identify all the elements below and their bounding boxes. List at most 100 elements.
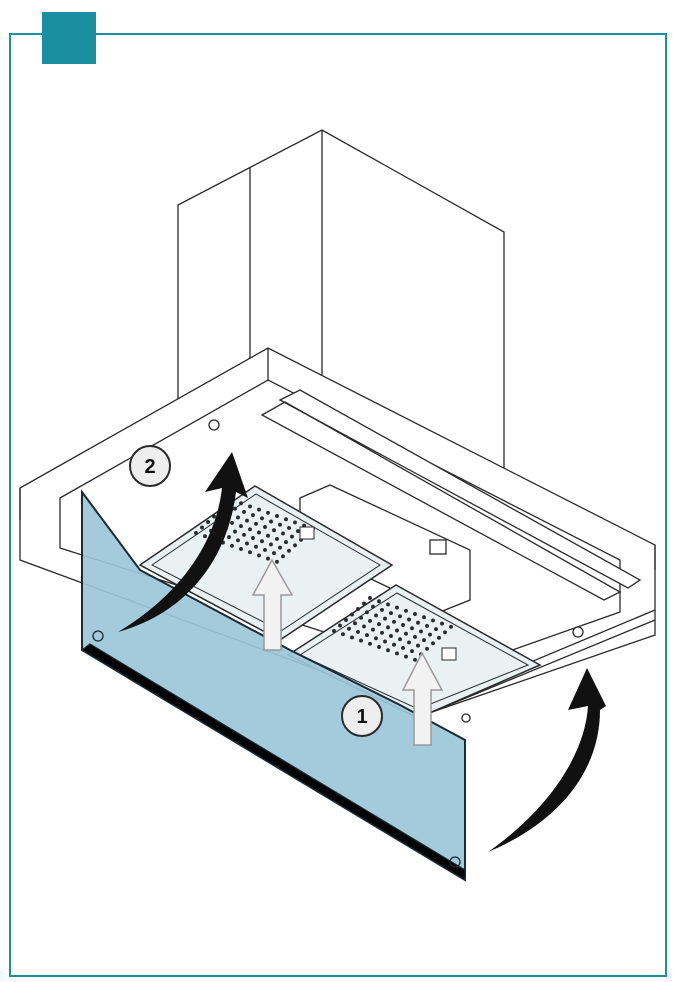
perforation-dot xyxy=(332,629,336,633)
perforation-dot xyxy=(284,540,288,545)
perforation-dot xyxy=(410,649,414,654)
perforation-dot xyxy=(200,525,204,530)
perforation-dot xyxy=(395,628,399,633)
perforation-dot xyxy=(290,534,294,539)
perforation-dot xyxy=(251,513,255,518)
perforation-dot xyxy=(227,535,231,540)
perforation-dot xyxy=(284,517,288,522)
perforation-dot xyxy=(356,607,360,611)
perforation-dot xyxy=(260,516,264,521)
perforation-dot xyxy=(260,539,264,544)
perforation-dot xyxy=(275,559,279,564)
perforation-dot xyxy=(362,601,366,606)
perforation-dot xyxy=(404,654,408,659)
up-arrow-icon xyxy=(401,651,444,746)
perforation-dot xyxy=(386,602,390,607)
perforation-dot xyxy=(248,504,252,509)
perforation-dot xyxy=(419,629,423,634)
perforation-dot xyxy=(395,605,399,610)
perforation-dot xyxy=(362,624,366,629)
perforation-dot xyxy=(287,548,291,553)
perforation-dot xyxy=(281,554,285,559)
perforation-dot xyxy=(257,530,261,535)
perforation-dot xyxy=(245,541,249,546)
perforation-dot xyxy=(425,646,429,651)
perforation-dot xyxy=(269,519,273,524)
perforation-dot xyxy=(383,616,387,621)
perforation-dot xyxy=(263,525,267,529)
perforation-dot xyxy=(278,545,282,550)
perforation-dot xyxy=(416,643,420,648)
perforation-dot xyxy=(365,610,369,615)
step-badge-2: 2 xyxy=(129,445,171,487)
curved-arrow-icon xyxy=(488,668,606,852)
perforation-dot xyxy=(236,515,240,520)
perforation-dot xyxy=(293,520,297,525)
perforation-dot xyxy=(368,641,372,646)
perforation-dot xyxy=(296,529,300,534)
screw-icon xyxy=(92,630,104,642)
perforation-dot xyxy=(278,522,282,527)
screw-icon xyxy=(449,856,461,868)
perforation-dot xyxy=(377,622,381,627)
perforation-dot xyxy=(251,536,255,540)
perforation-dot xyxy=(377,645,381,649)
perforation-dot xyxy=(281,531,285,536)
perforation-dot xyxy=(263,547,267,552)
perforation-dot xyxy=(398,614,402,619)
curved-arrow-icon xyxy=(118,452,248,632)
perforation-dot xyxy=(239,547,243,551)
corner-tab xyxy=(42,12,96,64)
perforation-dot xyxy=(422,615,426,620)
perforation-dot xyxy=(431,641,435,646)
perforation-dot xyxy=(449,624,453,629)
perforation-dot xyxy=(206,520,210,524)
perforation-dot xyxy=(347,626,351,631)
perforation-dot xyxy=(230,543,234,548)
hood-canopy xyxy=(19,347,656,723)
perforation-dot xyxy=(413,657,417,662)
perforation-dot xyxy=(440,621,444,626)
perforation-dot xyxy=(395,651,399,656)
perforation-dot xyxy=(272,528,276,533)
perforation-dot xyxy=(398,637,402,642)
perforation-dot xyxy=(254,544,258,549)
perforation-dot xyxy=(356,629,360,634)
perforation-dot xyxy=(392,619,396,624)
perforation-dot xyxy=(338,623,342,628)
perforation-dot xyxy=(404,631,408,636)
perforation-dot xyxy=(368,596,372,600)
perforation-dot xyxy=(266,533,270,538)
perforation-dot xyxy=(413,612,417,616)
perforation-dot xyxy=(350,612,354,617)
diagram-frame xyxy=(9,33,667,977)
perforation-dot xyxy=(248,550,252,555)
perforation-dot xyxy=(239,524,243,529)
perforation-dot xyxy=(359,615,363,620)
screw-icon xyxy=(461,713,471,723)
perforation-dot xyxy=(437,635,441,640)
perforation-dot xyxy=(422,638,426,643)
perforation-dot xyxy=(236,538,240,543)
grease-filter-left xyxy=(138,485,394,641)
perforation-dot xyxy=(368,618,372,623)
perforation-dot xyxy=(416,620,420,625)
perforation-dot xyxy=(374,636,378,641)
perforation-dot xyxy=(434,627,438,632)
perforation-dot xyxy=(407,617,411,622)
screw-icon xyxy=(572,626,584,638)
perforation-dot xyxy=(257,553,261,558)
perforation-dot xyxy=(230,520,234,525)
perforation-dot xyxy=(245,518,249,523)
perforation-dot xyxy=(377,599,381,604)
filter-perforation xyxy=(332,596,453,662)
perforation-dot xyxy=(389,634,393,638)
perforation-dot xyxy=(272,551,276,556)
perforation-dot xyxy=(425,623,429,628)
perforation-dot xyxy=(350,635,354,640)
perforation-dot xyxy=(443,630,447,635)
perforation-dot xyxy=(410,626,414,631)
perforation-dot xyxy=(194,531,198,535)
step-number: 1 xyxy=(356,706,367,728)
